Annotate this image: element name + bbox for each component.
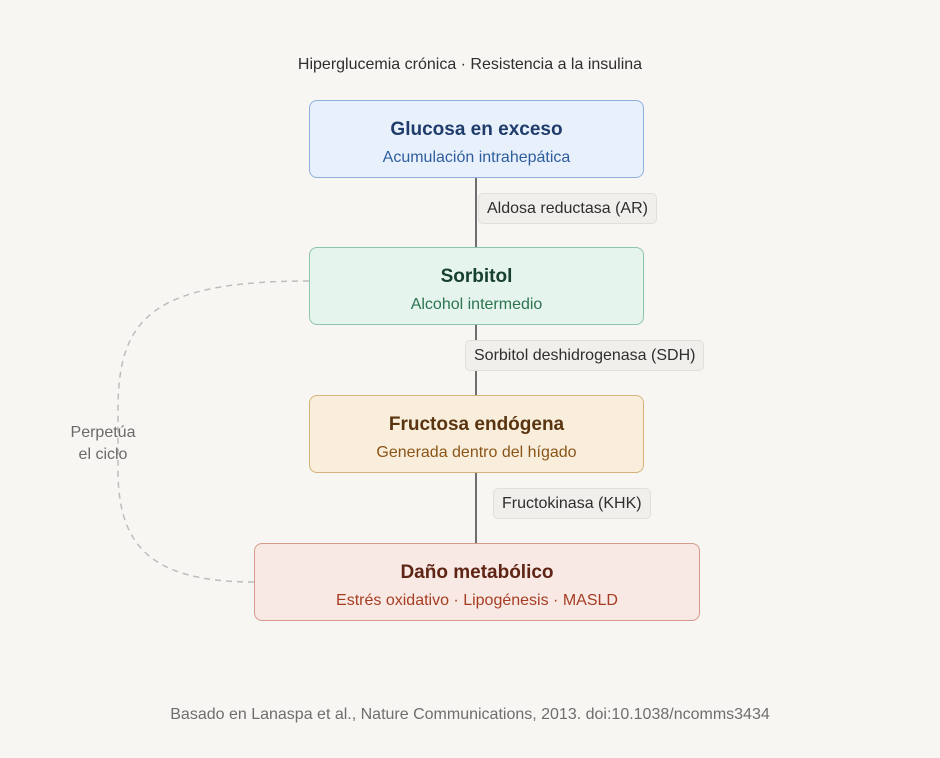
node-fructose-title: Fructosa endógena xyxy=(388,414,565,435)
node-sorbitol-subtitle: Alcohol intermedio xyxy=(410,296,543,313)
node-glucose-subtitle: Acumulación intrahepática xyxy=(382,149,571,166)
enzyme-label-sdh: Sorbitol deshidrogenasa (SDH) xyxy=(465,340,705,371)
source-citation: Basado en Lanaspa et al., Nature Communi… xyxy=(170,706,770,723)
feedback-loop-label-line2: el ciclo xyxy=(78,446,128,463)
enzyme-label-ar: Aldosa reductasa (AR) xyxy=(478,193,657,224)
context-caption: Hiperglucemia crónica · Resistencia a la… xyxy=(297,56,643,73)
node-fructose: Fructosa endógena Generada dentro del hí… xyxy=(309,395,644,473)
connector-fructose-damage xyxy=(475,473,477,543)
node-glucose: Glucosa en exceso Acumulación intrahepát… xyxy=(309,100,644,178)
node-glucose-title: Glucosa en exceso xyxy=(390,119,563,140)
node-fructose-subtitle: Generada dentro del hígado xyxy=(376,444,577,461)
enzyme-label-khk: Fructokinasa (KHK) xyxy=(493,488,651,519)
feedback-loop-label: Perpetúa el ciclo xyxy=(58,422,148,466)
node-damage: Daño metabólico Estrés oxidativo · Lipog… xyxy=(254,543,700,621)
node-damage-subtitle: Estrés oxidativo · Lipogénesis · MASLD xyxy=(336,592,618,609)
node-damage-title: Daño metabólico xyxy=(400,562,554,583)
node-sorbitol: Sorbitol Alcohol intermedio xyxy=(309,247,644,325)
feedback-loop-label-line1: Perpetúa xyxy=(70,424,136,441)
connector-glucose-sorbitol xyxy=(475,178,477,247)
node-sorbitol-title: Sorbitol xyxy=(440,266,513,287)
